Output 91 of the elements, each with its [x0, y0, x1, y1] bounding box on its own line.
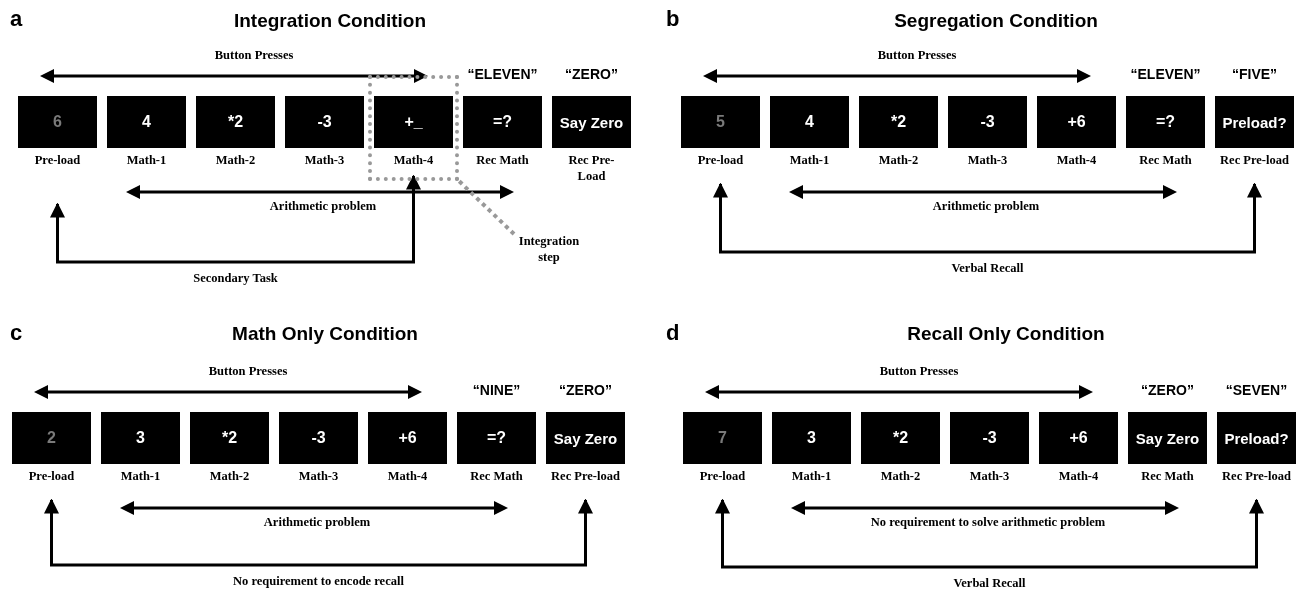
panel-title: Segregation Condition [894, 10, 1098, 32]
span-label: Button Presses [207, 364, 289, 380]
screen-caption: Rec Math [1140, 469, 1195, 485]
panel-letter: b [666, 6, 680, 32]
dashed-highlight-box [368, 75, 459, 181]
screen-caption: Rec Pre-load [1221, 469, 1292, 485]
spoken-response: “NINE” [472, 382, 521, 398]
screen-caption: Math-4 [392, 153, 435, 169]
span-label: Arithmetic problem [262, 515, 372, 531]
screen-caption: Rec Math [1138, 153, 1193, 169]
screen-caption: Rec Math [475, 153, 530, 169]
screen-caption: Pre-load [696, 153, 745, 169]
stimulus-screen: 4 [107, 96, 186, 148]
screen-caption: Rec Pre-load [1219, 153, 1290, 169]
screen-caption: Math-2 [214, 153, 257, 169]
edge-label: Secondary Task [192, 271, 279, 287]
screen-caption: Math-4 [1057, 469, 1100, 485]
stimulus-screen: Say Zero [552, 96, 631, 148]
screen-caption: Math-4 [1055, 153, 1098, 169]
stimulus-screen: +6 [368, 412, 447, 464]
stimulus-screen: 3 [101, 412, 180, 464]
screen-caption: Math-3 [303, 153, 346, 169]
screen-caption: Math-4 [386, 469, 429, 485]
stimulus-screen: +_ [374, 96, 453, 148]
panel-title: Math Only Condition [232, 323, 418, 345]
stimulus-screen: *2 [196, 96, 275, 148]
stimulus-screen: 7 [683, 412, 762, 464]
stimulus-screen: +6 [1037, 96, 1116, 148]
screen-caption: Math-3 [968, 469, 1011, 485]
stimulus-screen: -3 [948, 96, 1027, 148]
stimulus-screen: 6 [18, 96, 97, 148]
screen-caption: Math-1 [790, 469, 833, 485]
spoken-response: “ZERO” [1141, 382, 1194, 398]
screen-caption: Math-2 [877, 153, 920, 169]
stimulus-screen: -3 [285, 96, 364, 148]
screen-caption: Math-1 [125, 153, 168, 169]
spoken-response: “ELEVEN” [1130, 66, 1201, 82]
stimulus-screen: 4 [770, 96, 849, 148]
spoken-response: “SEVEN” [1225, 382, 1288, 398]
spoken-response: “ZERO” [559, 382, 612, 398]
panel-letter: a [10, 6, 23, 32]
stimulus-screen: -3 [279, 412, 358, 464]
screen-caption: Math-1 [788, 153, 831, 169]
panel-title: Integration Condition [233, 10, 427, 32]
span-label: No requirement to solve arithmetic problem [869, 515, 1107, 531]
stimulus-screen: 2 [12, 412, 91, 464]
span-label: Arithmetic problem [931, 199, 1041, 215]
span-label: Button Presses [878, 364, 960, 380]
edge-label: Verbal Recall [950, 261, 1025, 277]
arrow [44, 498, 593, 567]
panel-letter: c [10, 320, 23, 346]
spoken-response: “ZERO” [565, 66, 618, 82]
screen-caption: Math-1 [119, 469, 162, 485]
screen-caption: Pre-load [698, 469, 747, 485]
screen-caption: Math-3 [966, 153, 1009, 169]
stimulus-screen: 3 [772, 412, 851, 464]
panel-title: Recall Only Condition [907, 323, 1105, 345]
arrow [715, 498, 1264, 569]
screen-caption: Math-3 [297, 469, 340, 485]
stimulus-screen: Say Zero [546, 412, 625, 464]
stimulus-screen: *2 [859, 96, 938, 148]
edge-label: Verbal Recall [952, 576, 1027, 592]
span-label: Arithmetic problem [268, 199, 378, 215]
screen-caption: Rec Math [469, 469, 524, 485]
stimulus-screen: Say Zero [1128, 412, 1207, 464]
screen-caption: Pre-load [27, 469, 76, 485]
stimulus-screen: =? [1126, 96, 1205, 148]
arrow [713, 182, 1262, 254]
panel-letter: d [666, 320, 680, 346]
stimulus-screen: +6 [1039, 412, 1118, 464]
spoken-response: “ELEVEN” [467, 66, 538, 82]
stimulus-screen: 5 [681, 96, 760, 148]
leader-line [457, 179, 516, 236]
screen-caption: Rec Pre-Load [567, 153, 616, 185]
annotation-text: Integration step [508, 234, 590, 268]
stimulus-screen: Preload? [1215, 96, 1294, 148]
screen-caption: Pre-load [33, 153, 82, 169]
stimulus-screen: *2 [861, 412, 940, 464]
span-label: Button Presses [213, 48, 295, 64]
screen-caption: Math-2 [879, 469, 922, 485]
stimulus-screen: *2 [190, 412, 269, 464]
stimulus-screen: Preload? [1217, 412, 1296, 464]
screen-caption: Rec Pre-load [550, 469, 621, 485]
stimulus-screen: =? [457, 412, 536, 464]
stimulus-screen: =? [463, 96, 542, 148]
arrow [50, 174, 421, 264]
spoken-response: “FIVE” [1231, 66, 1278, 82]
edge-label: No requirement to encode recall [232, 574, 405, 590]
screen-caption: Math-2 [208, 469, 251, 485]
span-label: Button Presses [876, 48, 958, 64]
stimulus-screen: -3 [950, 412, 1029, 464]
